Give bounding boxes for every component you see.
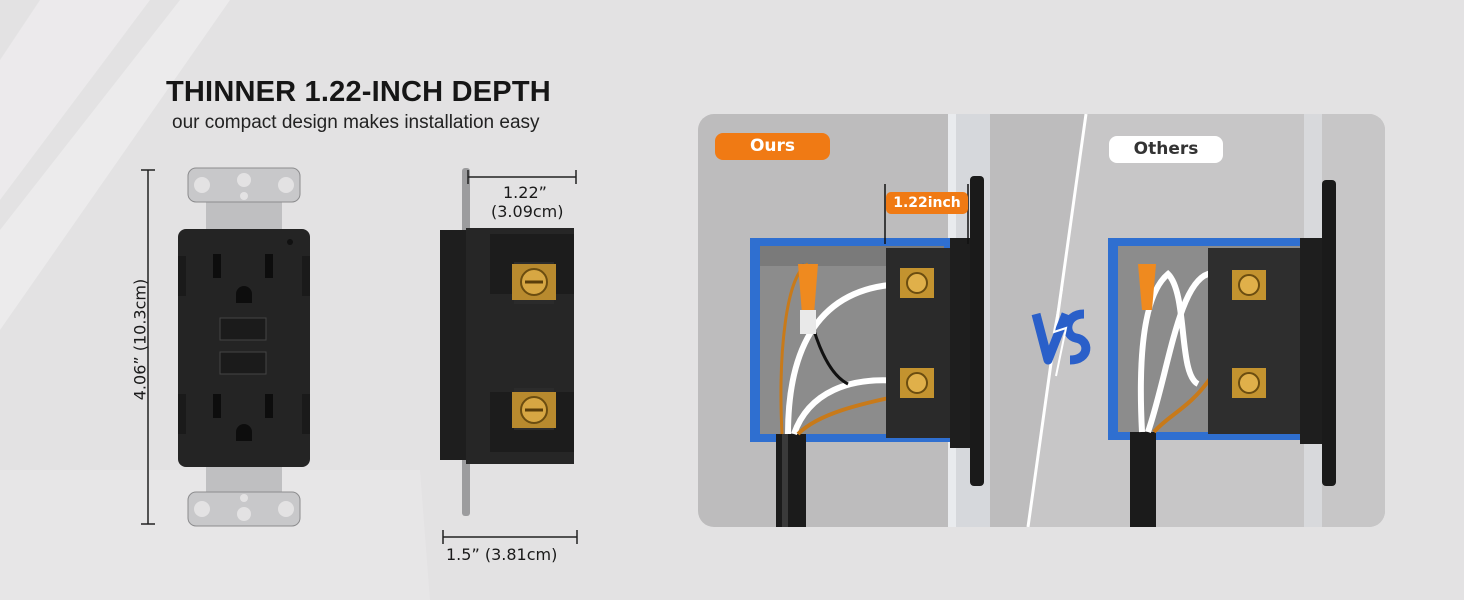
height-dimension-label: 4.06” (10.3cm) <box>130 278 150 401</box>
depth-cm-label: (3.09cm) <box>491 202 564 221</box>
width-dimension-line <box>442 530 578 544</box>
terminal-screw-icon <box>1232 368 1266 398</box>
versus-icon <box>1031 288 1091 377</box>
depth-dimension-line <box>467 170 577 184</box>
terminal-screw-icon <box>900 368 934 398</box>
terminal-screw-icon <box>900 268 934 298</box>
outlet-side-view <box>440 168 574 516</box>
depth-callout-badge: 1.22inch <box>886 192 968 214</box>
depth-inch-label: 1.22” <box>503 183 547 202</box>
terminal-screw-icon <box>1232 270 1266 300</box>
page-subtitle: our compact design makes installation ea… <box>172 112 540 133</box>
terminal-screw-icon <box>512 264 556 300</box>
page-title: THINNER 1.22-INCH DEPTH <box>166 76 551 108</box>
ours-label: Ours <box>715 133 830 160</box>
outlet-front-view <box>178 167 310 527</box>
width-dimension-label: 1.5” (3.81cm) <box>446 545 558 564</box>
terminal-screw-icon <box>512 392 556 428</box>
others-label: Others <box>1109 136 1223 163</box>
comparison-illustration <box>750 114 1385 527</box>
comparison-panel: Ours Others 1.22inch <box>698 114 1385 527</box>
height-dimension-line <box>141 169 155 525</box>
